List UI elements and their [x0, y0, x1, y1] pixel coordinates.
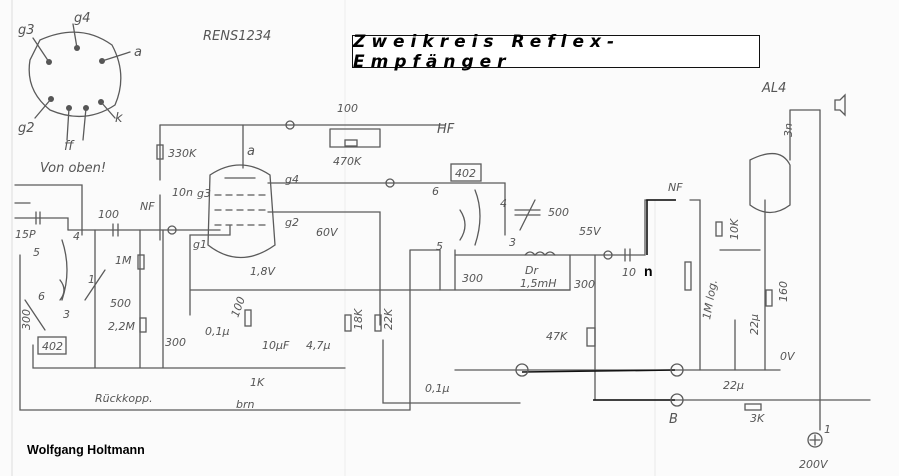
label-b-plus: B	[669, 412, 678, 427]
label-c500: 500	[110, 297, 131, 310]
label-c10uf: 10µF	[262, 339, 290, 352]
label-g3: g3	[197, 187, 211, 200]
label-c4-7: 4,7µ	[306, 339, 331, 352]
label-c22-a: 22µ	[748, 314, 761, 335]
label-0v: 0V	[780, 350, 796, 363]
label-1-8v: 1,8V	[250, 265, 276, 278]
label-nf-1: NF	[140, 200, 155, 213]
label-r3k: 3K	[750, 412, 765, 425]
label-plus-1: 1	[824, 423, 831, 436]
pin-label-k: k	[115, 111, 123, 126]
label-g4: g4	[285, 173, 299, 186]
label-r22k: 22K	[382, 308, 395, 330]
label-pin-5: 5	[33, 246, 40, 259]
label-c10n-unit: n	[644, 263, 653, 279]
pin-label-a: a	[134, 45, 142, 60]
pinout-note: Von oben!	[40, 161, 106, 176]
label-r470k: 470K	[333, 155, 362, 168]
label-r10k: 10K	[728, 218, 741, 240]
label-hf: HF	[437, 122, 455, 137]
label-c3n: 3n	[782, 123, 795, 137]
label-choke-value: 1,5mH	[520, 277, 556, 290]
label-nf-2: NF	[668, 181, 683, 194]
label-c01-b: 0,1µ	[425, 382, 450, 395]
label-g2: g2	[285, 216, 299, 229]
label-c10n-out: 10	[622, 266, 636, 279]
label-coil-402-left: 402	[42, 340, 63, 353]
tube-reference: RENS1234	[203, 29, 271, 44]
label-c15p: 15P	[15, 228, 36, 241]
label-pin-4: 4	[73, 230, 80, 243]
pin-label-g2: g2	[18, 121, 35, 136]
label-c300: 300	[165, 336, 186, 349]
page-title: Zweikreis Reflex-Empfänger	[352, 32, 760, 72]
label-pin-6: 6	[38, 290, 45, 303]
label-choke: Dr	[525, 264, 539, 277]
tube-al4-symbol	[749, 153, 791, 214]
component-labels: 100 470K HF 330K a g4 10n g3 NF 100 15P …	[15, 81, 831, 471]
label-60v: 60V	[316, 226, 339, 239]
label-r160: 160	[777, 281, 790, 302]
label-c100-top: 100	[337, 102, 358, 115]
tube-ef-symbol	[207, 164, 276, 258]
label-200v: 200V	[799, 458, 829, 471]
label-r1m: 1M	[115, 254, 132, 267]
label-coil-pin-4: 4	[500, 197, 507, 210]
label-al4: AL4	[761, 81, 786, 96]
label-g1: g1	[193, 238, 207, 251]
label-rueckkopplung: Rückkopp.	[95, 392, 153, 405]
label-c01: 0,1µ	[205, 325, 230, 338]
label-c300-b: 300	[462, 272, 483, 285]
label-c100-input: 100	[98, 208, 119, 221]
label-pot-1m-log: 1M log.	[700, 279, 720, 321]
label-r330k: 330K	[168, 147, 197, 160]
label-coil-pin-3: 3	[509, 236, 516, 249]
label-coil-pin-5: 5	[436, 240, 443, 253]
pin-label-g3: g3	[18, 23, 35, 38]
label-coil-pin-6: 6	[432, 185, 439, 198]
label-c22-b: 22µ	[723, 379, 744, 392]
pin-label-g4: g4	[74, 11, 91, 26]
pin-label-ff: ff	[64, 139, 75, 154]
tube-pinout-diagram: g3 g4 a g2 k ff Von oben!	[18, 11, 142, 176]
label-c300-trimmer: 300	[20, 309, 33, 330]
inked-wires	[521, 199, 676, 401]
author-credit: Wolfgang Holtmann	[27, 443, 145, 457]
label-brn: brn	[236, 398, 255, 411]
label-r18k: 18K	[352, 308, 365, 330]
label-r47k: 47K	[546, 330, 568, 343]
label-coil-402-right: 402	[455, 167, 476, 180]
label-pot-1k: 1K	[250, 376, 265, 389]
label-c500-b: 500	[548, 206, 569, 219]
components	[24, 93, 846, 448]
label-pin-3: 3	[63, 308, 70, 321]
label-c300-c: 300	[574, 278, 595, 291]
label-c10n: 10n	[172, 186, 193, 199]
label-anode: a	[247, 144, 255, 159]
label-r22m: 2,2M	[108, 320, 135, 333]
label-55v: 55V	[579, 225, 602, 238]
label-pin-1: 1	[88, 273, 95, 286]
